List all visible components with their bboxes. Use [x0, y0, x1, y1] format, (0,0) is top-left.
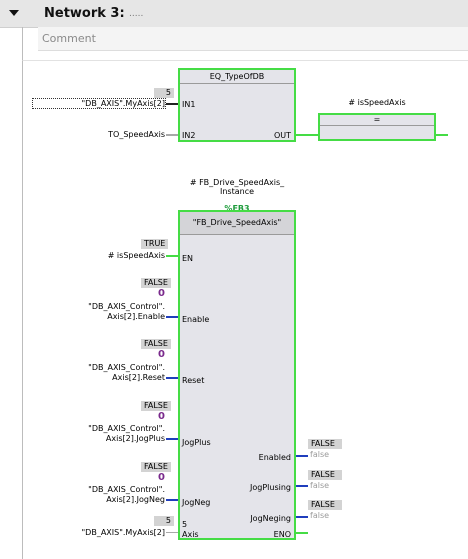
fb-instance-name-cont: Instance [219, 187, 255, 196]
axis-operand[interactable]: "DB_AXIS".MyAxis[2] [81, 528, 165, 537]
en-operand[interactable]: # isSpeedAxis [107, 251, 165, 260]
comment-placeholder: Comment [42, 32, 96, 45]
network-title: Network 3: [44, 6, 125, 21]
fb-pin-reset: Reset [182, 376, 205, 385]
jognegging-value-badge: FALSE [308, 500, 342, 510]
jogplus-wire [166, 438, 178, 440]
jogplusing-value: false [310, 481, 330, 490]
enable-wire [166, 316, 178, 318]
fb-pin-jogplusing: JogPlusing [250, 483, 291, 492]
reset-wire [166, 377, 178, 379]
eno-wire [296, 532, 308, 534]
jogplus-value-badge: FALSE [141, 401, 171, 411]
en-value-badge: TRUE [141, 239, 169, 249]
jogneg-value-badge: FALSE [141, 462, 171, 472]
axis-wire [166, 532, 178, 533]
jogplus-operand[interactable]: "DB_AXIS_Control". [88, 424, 165, 433]
eq-block-title: EQ_TypeOfDB [180, 70, 294, 84]
fb-drive-speedaxis-block[interactable]: "FB_Drive_SpeedAxis" EN Enable Reset Jog… [178, 210, 296, 540]
enable-operand-cont[interactable]: Axis[2].Enable [107, 312, 165, 321]
enabled-value-badge: FALSE [308, 439, 342, 449]
jognegging-value: false [310, 511, 330, 520]
eq-in2-pin: IN2 [182, 131, 196, 140]
eq-in1-operand[interactable]: "DB_AXIS".MyAxis[2] [81, 99, 165, 108]
network-comment-field[interactable]: Comment [38, 27, 468, 51]
coil-operand[interactable]: # isSpeedAxis [348, 98, 406, 107]
axis-value-badge: 5 [154, 516, 174, 526]
fb-pin-jognegging: JogNeging [250, 514, 291, 523]
enable-value-badge: FALSE [141, 278, 171, 288]
eq-in1-value-badge: 5 [154, 88, 174, 98]
fb-pin-eno: ENO [273, 530, 291, 539]
fb-block-name: "FB_Drive_SpeedAxis" [180, 212, 294, 235]
fb-instance-name[interactable]: # FB_Drive_SpeedAxis_ [189, 178, 285, 187]
coil-out-wire [436, 134, 448, 136]
fb-pin-en: EN [182, 254, 194, 263]
jogneg-operand[interactable]: "DB_AXIS_Control". [88, 485, 165, 494]
eq-in1-wire [166, 103, 178, 105]
enable-operand[interactable]: "DB_AXIS_Control". [88, 302, 165, 311]
enabled-value: false [310, 450, 330, 459]
enabled-wire [296, 455, 308, 457]
fb-db-reference: %FB3 [224, 204, 250, 213]
fb-pin-enabled: Enabled [258, 453, 291, 462]
assignment-symbol: = [320, 115, 434, 126]
fb-pin-enable: Enable [182, 315, 210, 324]
reset-operand-cont[interactable]: Axis[2].Reset [112, 373, 165, 382]
fb-pin-axis-value: 5 [182, 520, 188, 529]
eq-out-wire [296, 134, 318, 136]
fb-pin-jogneg: JogNeg [182, 498, 211, 507]
eq-in2-operand[interactable]: TO_SpeedAxis [108, 130, 165, 139]
reset-value: 0 [158, 349, 165, 360]
reset-operand[interactable]: "DB_AXIS_Control". [88, 363, 165, 372]
fb-pin-jogplus: JogPlus [182, 438, 211, 447]
network-title-dots: ..... [129, 9, 144, 19]
jogplus-operand-cont[interactable]: Axis[2].JogPlus [105, 434, 165, 443]
en-wire [166, 255, 178, 257]
jognegging-wire [296, 516, 308, 518]
fb-pin-axis: Axis [182, 530, 199, 539]
eq-out-pin: OUT [273, 131, 291, 140]
jogneg-value: 0 [158, 472, 165, 483]
eq-in2-wire [166, 134, 178, 136]
eq-in1-pin: IN1 [182, 100, 196, 109]
jogplusing-value-badge: FALSE [308, 470, 342, 480]
eq-comparator-block[interactable]: EQ_TypeOfDB IN1 IN2 OUT [178, 68, 296, 142]
jogplusing-wire [296, 485, 308, 487]
assignment-coil[interactable]: = [318, 113, 436, 141]
collapse-toggle-icon[interactable] [9, 10, 19, 16]
eq-in1-operand-box[interactable] [32, 98, 166, 109]
jogneg-wire [166, 499, 178, 501]
reset-value-badge: FALSE [141, 339, 171, 349]
jogplus-value: 0 [158, 411, 165, 422]
enable-value: 0 [158, 288, 165, 299]
jogneg-operand-cont[interactable]: Axis[2].JogNeg [106, 495, 165, 504]
network-header[interactable]: Network 3: ..... [0, 0, 468, 28]
